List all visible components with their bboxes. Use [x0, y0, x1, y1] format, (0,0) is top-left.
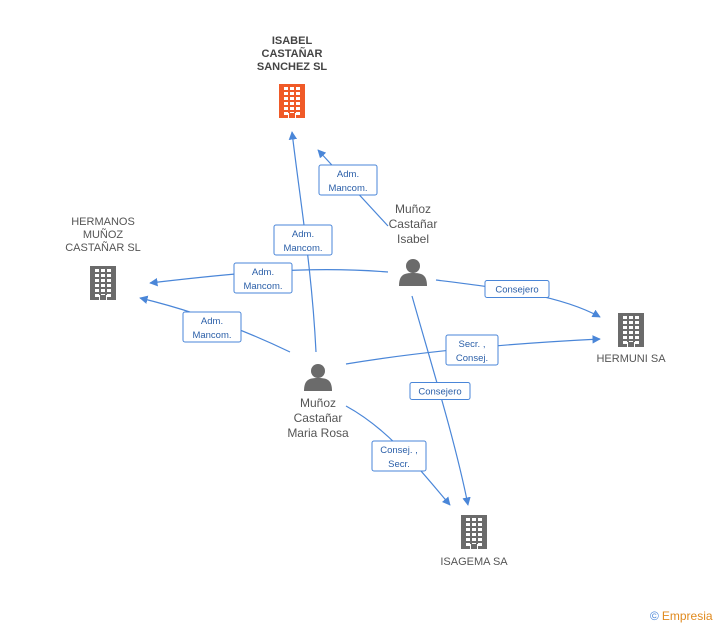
role-badge-text: Consejero	[495, 285, 538, 296]
role-badge-box	[409, 382, 471, 400]
badges-layer: Adm. Mancom. Adm. Mancom. Adm. Mancom. Adm. Man…	[182, 164, 550, 472]
building-icon	[618, 313, 644, 347]
node-isagema-sa[interactable]: ISAGEMA SA	[440, 515, 508, 568]
role-badge-box	[182, 311, 242, 343]
role-badge-box	[371, 440, 427, 472]
node-label: CASTAÑAR SL	[65, 241, 141, 254]
brand-name: Empresia	[661, 609, 713, 623]
role-badge-text: Consej. ,	[380, 445, 418, 456]
node-label: Castañar	[389, 217, 438, 231]
role-badge-text: Secr. ,	[459, 339, 486, 350]
empresia-watermark[interactable]: ©Empresia	[650, 609, 713, 623]
role-badge-box	[233, 262, 293, 294]
node-hermuni-sa[interactable]: HERMUNI SA	[596, 313, 666, 365]
role-badge-text: Secr.	[388, 459, 410, 470]
role-badge-text: Consej.	[456, 353, 488, 364]
node-label: HERMUNI SA	[596, 353, 666, 365]
node-label: HERMANOS	[71, 216, 135, 228]
role-badge-text: Adm.	[292, 229, 314, 240]
role-badge[interactable]: Adm. Mancom.	[182, 311, 242, 343]
role-badge[interactable]: Consejero	[484, 280, 550, 298]
role-badge-text: Adm.	[337, 169, 359, 180]
node-label: Maria Rosa	[287, 426, 349, 440]
building-icon	[461, 515, 487, 549]
copyright-symbol: ©	[650, 609, 659, 623]
node-label: Muñoz	[395, 202, 431, 216]
role-badge-box	[318, 164, 378, 196]
role-badge-text: Consejero	[418, 387, 461, 398]
person-icon	[399, 259, 427, 286]
building-icon	[90, 266, 116, 300]
role-badge-box	[273, 224, 333, 256]
node-label: Castañar	[294, 411, 343, 425]
role-badge[interactable]: Secr. , Consej.	[445, 334, 499, 366]
role-badge-text: Mancom.	[283, 243, 322, 254]
role-badge-text: Mancom.	[328, 183, 367, 194]
role-badge[interactable]: Consejero	[409, 382, 471, 400]
role-badge-text: Adm.	[201, 316, 223, 327]
node-label: Muñoz	[300, 396, 336, 410]
role-badge[interactable]: Consej. , Secr.	[371, 440, 427, 472]
edge-munoz_castanar_isabel-to-isagema_sa	[411, 295, 471, 506]
role-badge-text: Mancom.	[192, 330, 231, 341]
node-label: Isabel	[397, 232, 429, 246]
building-icon	[279, 84, 305, 118]
node-label: ISAGEMA SA	[440, 556, 508, 568]
person-icon	[304, 364, 332, 391]
role-badge[interactable]: Adm. Mancom.	[273, 224, 333, 256]
node-label: MUÑOZ	[83, 228, 124, 241]
role-badge-text: Adm.	[252, 267, 274, 278]
role-badge-box	[445, 334, 499, 366]
role-badge-box	[484, 280, 550, 298]
role-badge-text: Mancom.	[243, 281, 282, 292]
node-label: ISABEL	[272, 35, 313, 47]
node-label: CASTAÑAR	[262, 47, 323, 60]
node-label: SANCHEZ SL	[257, 61, 328, 73]
role-badge[interactable]: Adm. Mancom.	[318, 164, 378, 196]
role-badge[interactable]: Adm. Mancom.	[233, 262, 293, 294]
